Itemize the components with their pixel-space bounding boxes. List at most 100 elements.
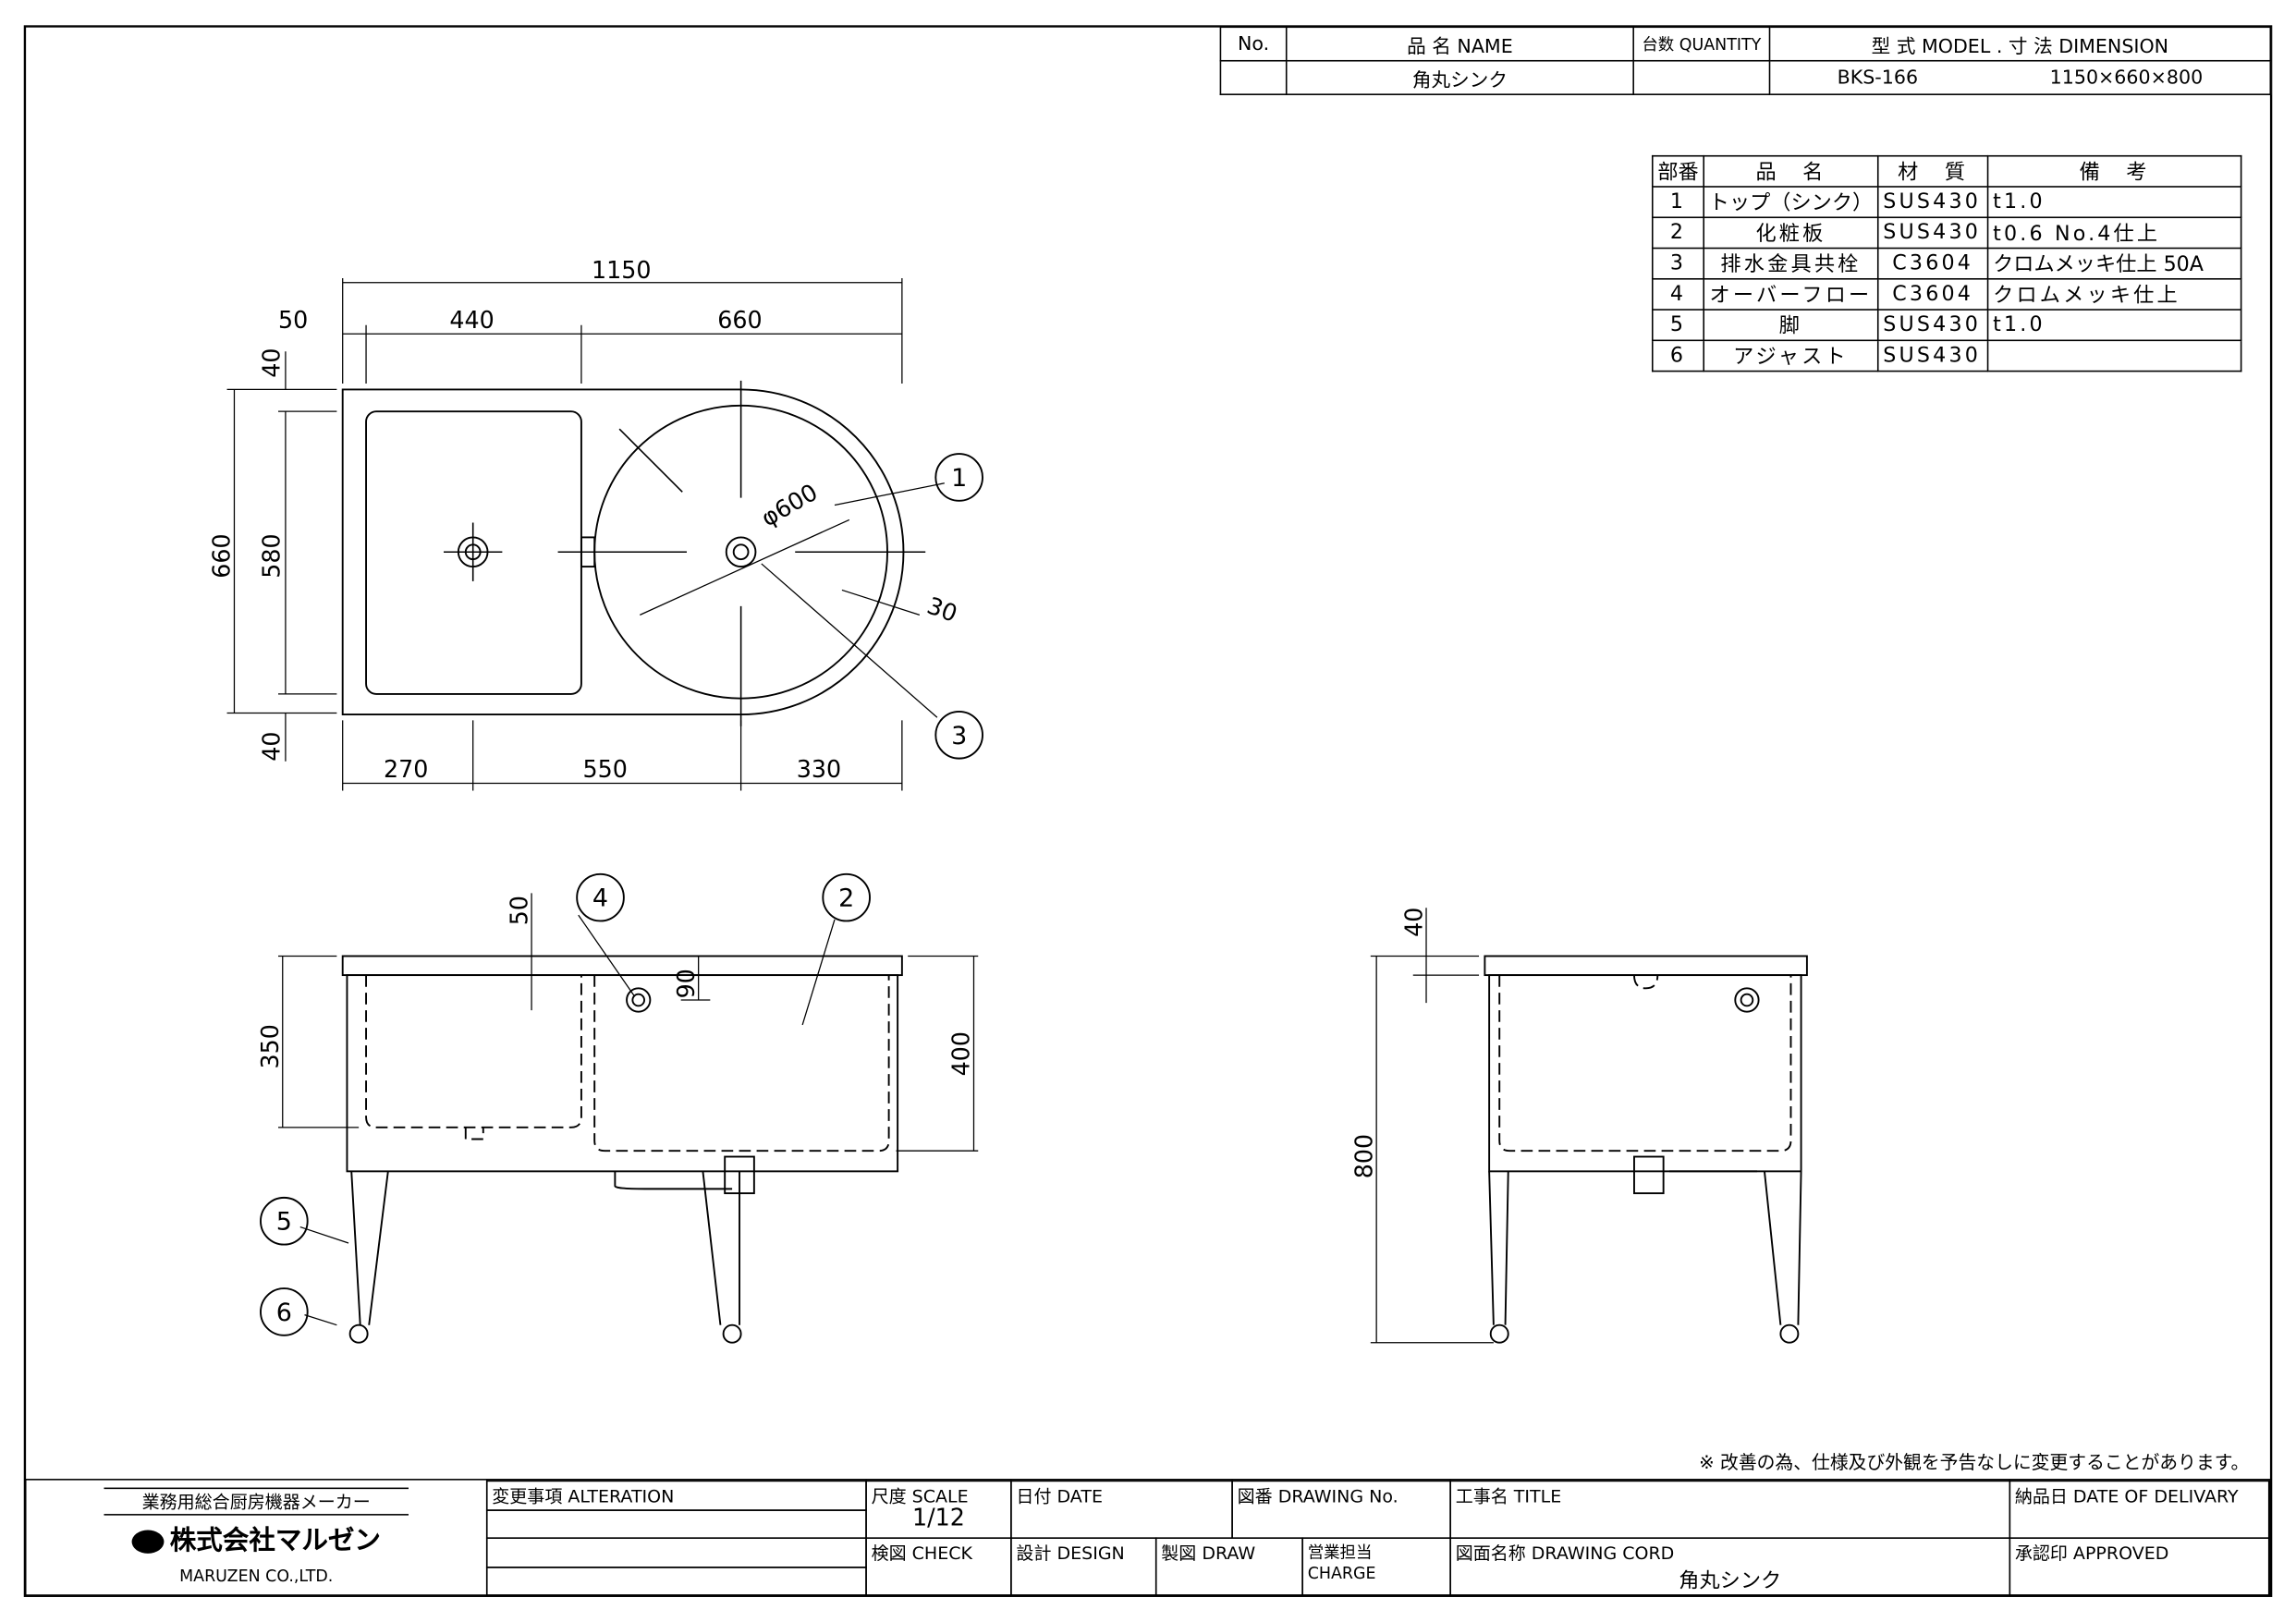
charge-cell: 営業担当 CHARGE [1301, 1537, 1451, 1596]
parts-header: 品 名 [1703, 154, 1879, 188]
design-cell: 設計 DESIGN [1010, 1537, 1157, 1596]
front-view: 350 400 50 90 [256, 893, 979, 1344]
col-no: No. [1219, 26, 1288, 62]
company-name-en: MARUZEN CO.,LTD. [179, 1567, 334, 1586]
draw-cell: 製図 DRAW [1154, 1537, 1303, 1596]
scale-label: 尺度 SCALE [871, 1485, 969, 1507]
part-name: 化粧板 [1703, 216, 1879, 250]
balloon-2: 2 [838, 884, 854, 913]
model: BKS-166 [1837, 67, 1919, 89]
part-no: 2 [1651, 216, 1705, 250]
alteration-row [485, 1537, 867, 1568]
model-dimension: BKS-166 1150×660×800 [1768, 59, 2272, 95]
part-remark: クロムメッキ仕上 [1986, 277, 2242, 311]
dim-550: 550 [583, 755, 628, 783]
part-remark: t0.6 No.4仕上 [1986, 216, 2242, 250]
balloon-5: 5 [276, 1208, 292, 1237]
date-cell: 日付 DATE [1010, 1480, 1233, 1539]
part-name: 脚 [1703, 309, 1879, 342]
delivery-cell: 納品日 DATE OF DELIVARY [2009, 1480, 2270, 1539]
product-name: 角丸シンク [1285, 59, 1634, 95]
disclaimer-note: ※ 改善の為、仕様及び外観を予告なしに変更することがあります。 [1699, 1450, 2250, 1473]
top-view: 1150 50 440 660 270 550 330 660 580 40 4… [208, 256, 961, 791]
part-material: SUS430 [1876, 339, 1989, 372]
part-material: SUS430 [1876, 186, 1989, 219]
title-cell: 工事名 TITLE [1449, 1480, 2011, 1539]
alteration-row [485, 1509, 867, 1539]
part-material: C3604 [1876, 277, 1989, 311]
balloon-4: 4 [592, 884, 608, 913]
title-block: 業務用総合厨房機器メーカー 株式会社マルゼン MARUZEN CO.,LTD. … [24, 1479, 2272, 1596]
company-logo: 株式会社マルゼン [31, 1519, 482, 1557]
alteration-label: 変更事項 ALTERATION [485, 1480, 867, 1511]
dim-800: 800 [1350, 1134, 1377, 1178]
part-name: オーバーフロー [1703, 277, 1879, 311]
dim-40-top: 40 [258, 348, 286, 377]
part-no: 4 [1651, 277, 1705, 311]
dim-270: 270 [384, 755, 428, 783]
balloon-6: 6 [276, 1299, 292, 1327]
part-name: 排水金具共栓 [1703, 247, 1879, 280]
part-remark [1986, 339, 2242, 372]
maker-tagline: 業務用総合厨房機器メーカー [104, 1487, 409, 1516]
col-name: 品 名 NAME [1285, 26, 1634, 62]
company-name-jp: 株式会社マルゼン [169, 1525, 381, 1557]
dim-660: 660 [717, 306, 762, 334]
part-remark: クロムメッキ仕上 50A [1986, 247, 2242, 280]
part-material: SUS430 [1876, 216, 1989, 250]
dim-depth-660: 660 [208, 533, 236, 578]
col-quantity: 台数 QUANTITY [1632, 26, 1771, 62]
part-remark: t1.0 [1986, 309, 2242, 342]
parts-header: 備 考 [1986, 154, 2242, 188]
part-no: 6 [1651, 339, 1705, 372]
scale-value: 1/12 [912, 1503, 965, 1532]
approved-cell: 承認印 APPROVED [2009, 1537, 2270, 1596]
maruzen-emblem-icon [131, 1530, 165, 1554]
dim-30: 30 [923, 591, 961, 628]
dim-diameter: φ600 [756, 478, 822, 532]
balloon-1: 1 [951, 464, 967, 493]
alteration-row [485, 1567, 867, 1596]
part-no: 3 [1651, 247, 1705, 280]
dim-400: 400 [947, 1031, 975, 1076]
part-no: 1 [1651, 186, 1705, 219]
dim-580: 580 [258, 533, 286, 578]
part-balloons: 1 2 3 4 5 6 [260, 453, 983, 1336]
part-remark: t1.0 [1986, 186, 2242, 219]
part-material: SUS430 [1876, 309, 1989, 342]
dim-50-front: 50 [505, 896, 532, 925]
parts-header: 材 質 [1876, 154, 1989, 188]
side-view: 800 40 [1350, 908, 1808, 1344]
drawing-no-cell: 図番 DRAWING No. [1231, 1480, 1451, 1539]
part-material: C3604 [1876, 247, 1989, 280]
parts-header: 部番 [1651, 154, 1705, 188]
check-cell: 検図 CHECK [865, 1537, 1012, 1596]
dim-350: 350 [256, 1024, 284, 1068]
dim-overall-width: 1150 [592, 256, 651, 284]
drawing-name: 角丸シンク [1679, 1569, 1782, 1593]
balloon-3: 3 [951, 722, 967, 750]
dim-40-bottom: 40 [258, 732, 286, 762]
dim-90: 90 [672, 969, 700, 998]
drawing-cord-label: 図面名称 DRAWING CORD [1455, 1543, 1675, 1564]
company-logo-block: 業務用総合厨房機器メーカー 株式会社マルゼン MARUZEN CO.,LTD. [27, 1480, 488, 1595]
dim-330: 330 [797, 755, 841, 783]
part-no: 5 [1651, 309, 1705, 342]
dim-40-side: 40 [1399, 908, 1427, 937]
col-model-dimension: 型 式 MODEL . 寸 法 DIMENSION [1768, 26, 2272, 62]
dim-440: 440 [449, 306, 494, 334]
part-name: アジャスト [1703, 339, 1879, 372]
dimension: 1150×660×800 [2049, 67, 2204, 89]
part-name: トップ（シンク） [1703, 186, 1879, 219]
